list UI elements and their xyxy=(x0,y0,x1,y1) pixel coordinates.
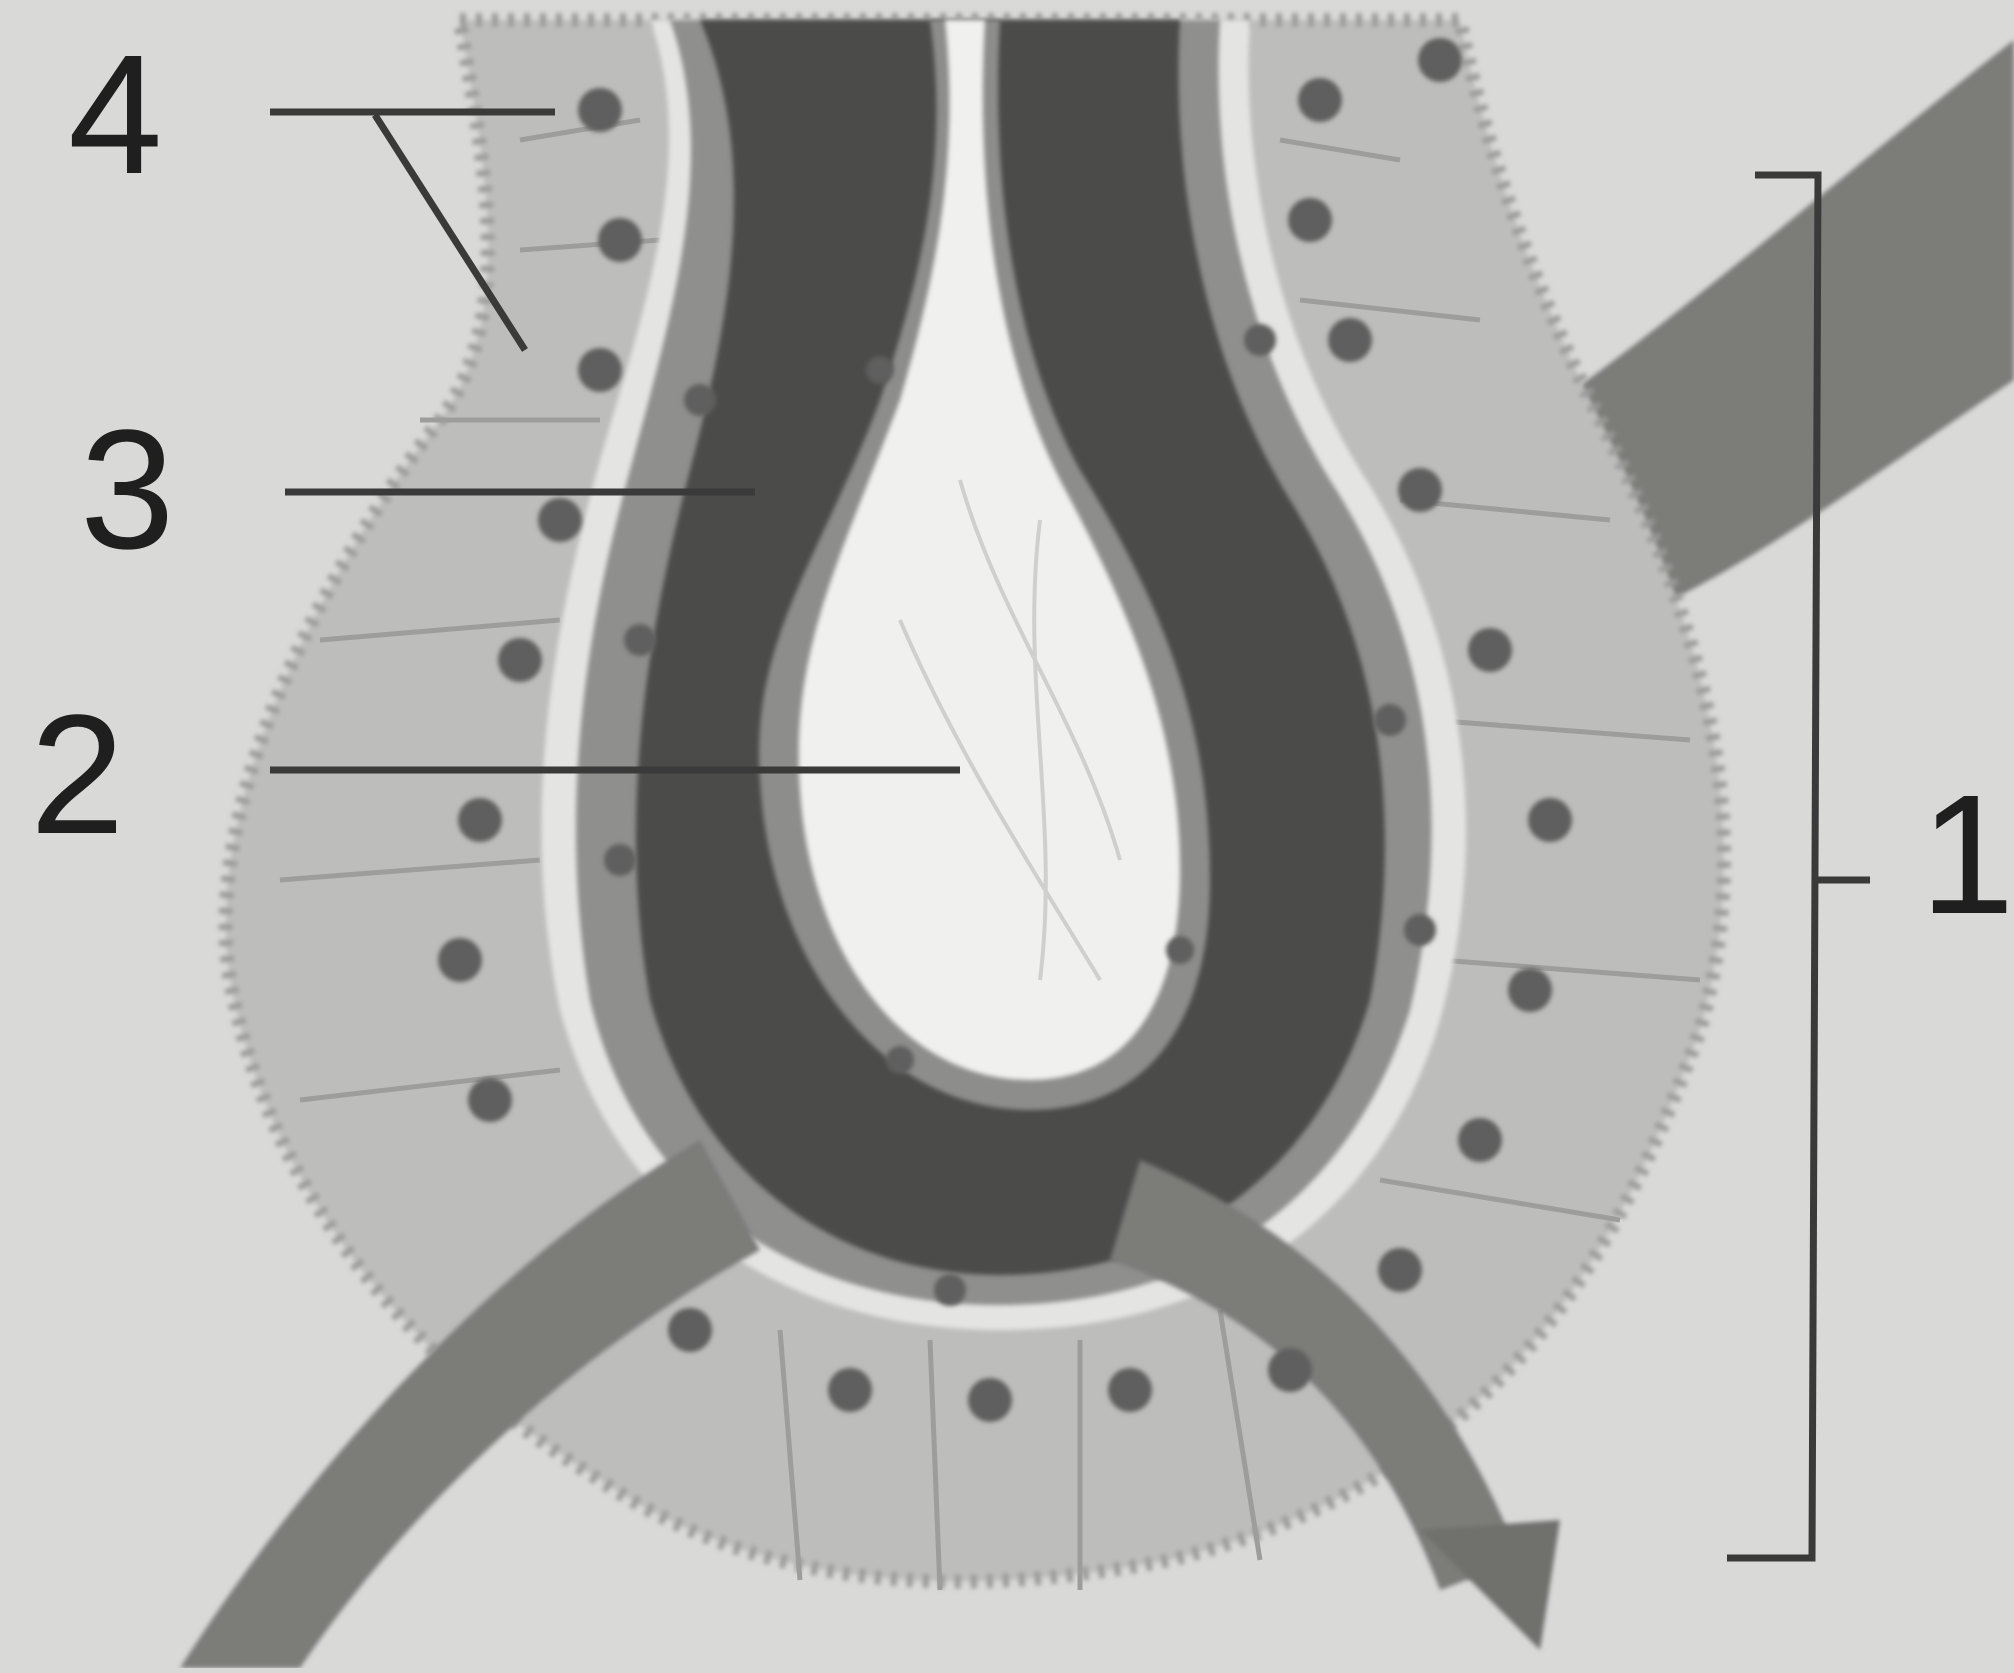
nucleus xyxy=(538,498,582,542)
nucleus xyxy=(598,218,642,262)
nucleus xyxy=(866,356,894,384)
nucleus xyxy=(1528,798,1572,842)
nucleus xyxy=(578,88,622,132)
nucleus xyxy=(468,1078,512,1122)
nucleus xyxy=(1468,628,1512,672)
label-2: 2 xyxy=(30,690,125,860)
nucleus xyxy=(668,1308,712,1352)
nucleus xyxy=(1404,914,1436,946)
nucleus xyxy=(1374,704,1406,736)
nucleus xyxy=(1166,936,1194,964)
nucleus xyxy=(624,624,656,656)
nucleus xyxy=(684,384,716,416)
nucleus xyxy=(498,638,542,682)
nucleus xyxy=(968,1378,1012,1422)
label-3: 3 xyxy=(80,405,175,575)
nucleus xyxy=(1458,1118,1502,1162)
nucleus xyxy=(1378,1248,1422,1292)
nucleus xyxy=(934,1274,966,1306)
nucleus xyxy=(1108,1368,1152,1412)
nucleus xyxy=(1328,318,1372,362)
nucleus xyxy=(1398,468,1442,512)
nucleus xyxy=(438,938,482,982)
label-1: 1 xyxy=(1920,770,2014,940)
nucleus xyxy=(828,1368,872,1412)
nucleus xyxy=(1288,198,1332,242)
nucleus xyxy=(1508,968,1552,1012)
nucleus xyxy=(886,1046,914,1074)
nucleus xyxy=(578,348,622,392)
nucleus xyxy=(1268,1348,1312,1392)
nucleus xyxy=(1418,38,1462,82)
nucleus xyxy=(458,798,502,842)
label-4: 4 xyxy=(68,30,163,200)
nucleus xyxy=(1244,324,1276,356)
nucleus xyxy=(1298,78,1342,122)
nucleus xyxy=(604,844,636,876)
